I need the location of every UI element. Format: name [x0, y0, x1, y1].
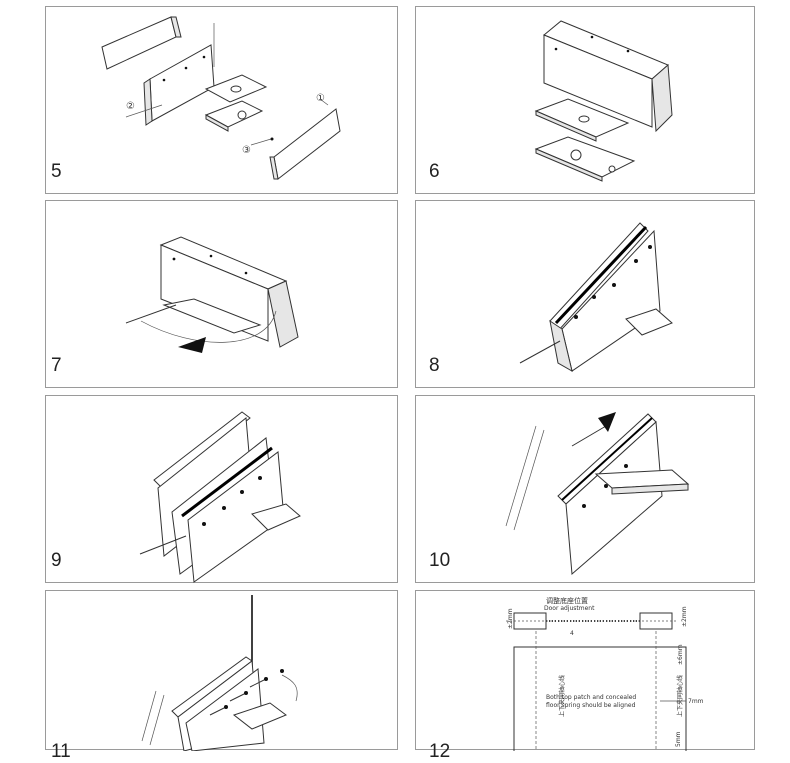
step-12-diagram: 调整底座位置 Door adjustment ±2mm ±2mm 4 上下夹同轴… [506, 596, 704, 751]
step-number: 9 [51, 550, 62, 571]
step-number: 11 [51, 741, 71, 762]
step-6-illustration [534, 20, 673, 182]
note-line-1: Both top patch and concealed [546, 694, 636, 701]
dim-5mm: 5mm [675, 731, 682, 747]
dim-2mm-left: ±2mm [507, 608, 514, 629]
step-5-illustration: ① ② ③ [101, 16, 341, 180]
step-number: 7 [51, 355, 62, 376]
dim-4: 4 [570, 630, 574, 637]
step-8-panel: 8 [415, 200, 755, 388]
step-6-panel: 6 [415, 6, 755, 194]
callout-2: ② [126, 101, 135, 112]
adjust-title-cn: 调整底座位置 [546, 596, 588, 605]
step-number: 5 [51, 161, 62, 182]
step-number: 6 [429, 161, 440, 182]
dim-7mm: 7mm [688, 698, 704, 705]
callout-1: ① [316, 93, 325, 104]
step-9-panel: 9 [45, 395, 398, 583]
step-5-panel: ① ② ③ 5 [45, 6, 398, 194]
step-10-illustration [505, 412, 690, 576]
step-12-panel: 调整底座位置 Door adjustment ±2mm ±2mm 4 上下夹同轴… [415, 590, 755, 762]
cn-axis-right: 上下夹同轴心线 [676, 675, 684, 717]
step-number: 10 [429, 550, 451, 571]
dim-2mm-right: ±2mm [681, 606, 688, 627]
step-7-panel: 7 [45, 200, 398, 388]
step-9-illustration [139, 411, 301, 583]
adjust-title-en: Door adjustment [544, 605, 595, 612]
callout-3: ③ [242, 145, 251, 156]
dim-6mm: ±6mm [677, 644, 684, 665]
step-8-illustration [519, 222, 673, 373]
step-11-illustration [141, 595, 298, 751]
cn-axis-left: 上下夹同轴心线 [558, 675, 566, 717]
note-line-2: floor spring should be aligned [546, 702, 636, 709]
step-10-panel: 10 [415, 395, 755, 583]
step-number: 8 [429, 355, 440, 376]
step-11-panel: 11 [45, 590, 398, 762]
step-number: 12 [429, 741, 451, 762]
step-7-illustration [125, 236, 299, 353]
